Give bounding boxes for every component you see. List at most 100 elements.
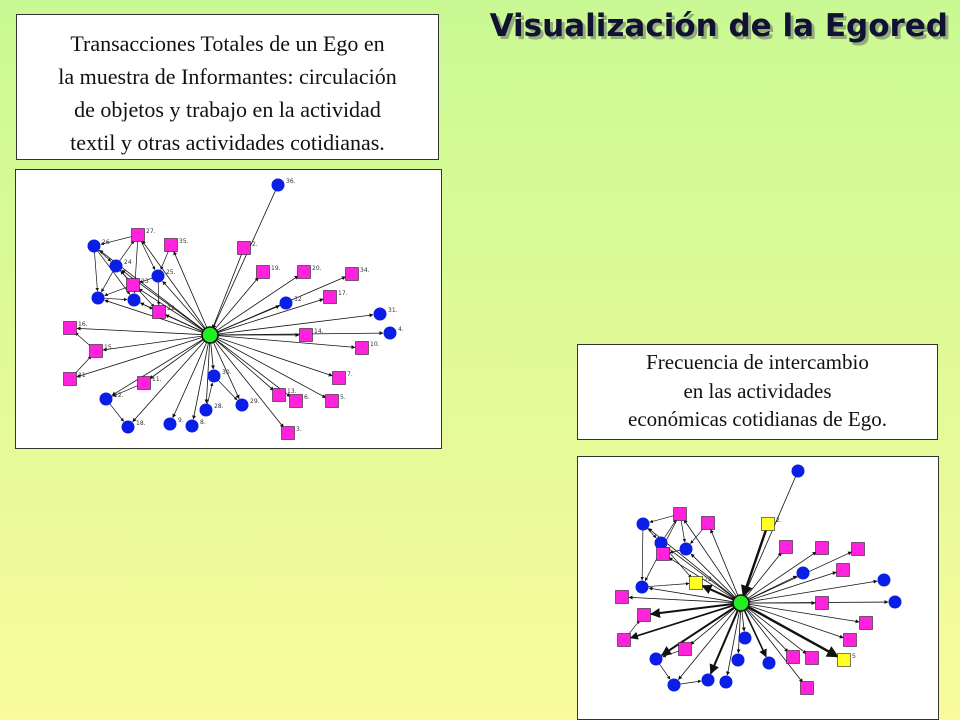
edge <box>207 382 214 405</box>
network2-caption: Frecuencia de intercambio en las activid… <box>577 344 938 440</box>
edge <box>214 338 291 398</box>
edge <box>214 275 299 332</box>
node-label: 30. <box>222 369 232 376</box>
node-label: 24 <box>124 259 132 266</box>
object-node <box>701 516 715 530</box>
object-node <box>63 321 77 335</box>
edge <box>103 297 128 302</box>
edge <box>629 604 736 640</box>
node-label: 28. <box>214 403 224 410</box>
person-node <box>109 259 123 273</box>
person-node <box>791 464 805 478</box>
node-label: 23 <box>141 278 149 285</box>
node-label: 6. <box>304 394 310 401</box>
edge <box>744 552 782 599</box>
object-node <box>617 633 631 647</box>
node-label: 29. <box>250 398 260 405</box>
person-node <box>888 595 902 609</box>
edge <box>98 249 112 262</box>
node-label: 15. <box>104 344 114 351</box>
edge <box>132 339 207 423</box>
edge <box>97 250 131 295</box>
page-title: Visualización de la Egored <box>489 8 948 44</box>
node-label: 9. <box>178 417 184 424</box>
object-node <box>297 265 311 279</box>
edge <box>140 240 156 271</box>
person-node <box>99 392 113 406</box>
edge <box>663 519 677 539</box>
object-node <box>281 426 295 440</box>
object-node <box>256 265 270 279</box>
node-label: 32 <box>294 296 302 303</box>
edge <box>215 313 374 335</box>
person-node <box>279 296 293 310</box>
node-label: 11. <box>152 376 162 383</box>
object-node <box>325 394 339 408</box>
object-node <box>786 650 800 664</box>
person-node <box>121 420 135 434</box>
edge <box>139 302 154 310</box>
object-node <box>637 608 651 622</box>
person-node <box>762 656 776 670</box>
edge <box>744 607 804 683</box>
object-node <box>164 238 178 252</box>
edge <box>211 253 243 329</box>
node-label: 22 <box>167 305 175 312</box>
object-node <box>89 344 103 358</box>
network1-caption: Transacciones Totales de un Ego en la mu… <box>16 14 439 160</box>
node-label: 10. <box>370 341 380 348</box>
person-node <box>87 239 101 253</box>
person-node <box>636 517 650 531</box>
node-label: 14. <box>314 328 324 335</box>
person-node <box>701 673 715 687</box>
node-label: 25. <box>166 269 176 276</box>
edge <box>138 288 206 333</box>
edge <box>669 549 681 554</box>
edge <box>726 608 741 676</box>
node-label: 8. <box>200 419 206 426</box>
edge <box>76 336 205 378</box>
node-label: 31. <box>388 307 398 314</box>
edge <box>111 337 206 396</box>
edge <box>102 335 205 352</box>
edge <box>74 332 92 348</box>
edge <box>213 277 259 331</box>
edge <box>173 251 208 330</box>
person-node <box>91 291 105 305</box>
highlight-object-node <box>837 653 851 667</box>
nodes: 2.225 <box>615 464 902 695</box>
edge <box>649 515 675 524</box>
edge <box>214 338 275 391</box>
edge <box>215 335 356 350</box>
object-node <box>815 596 829 610</box>
object-node <box>800 681 814 695</box>
edge <box>742 608 767 658</box>
object-node <box>131 228 145 242</box>
edge <box>141 240 207 331</box>
node-label: 4. <box>398 326 404 333</box>
object-node <box>851 542 865 556</box>
node-label: 19. <box>271 265 281 272</box>
node-label: 2. <box>252 241 258 248</box>
edge <box>746 575 798 601</box>
object-node <box>615 590 629 604</box>
edge <box>109 403 124 422</box>
person-node <box>654 536 668 550</box>
node-label: 12. <box>114 392 124 399</box>
person-node <box>383 326 397 340</box>
person-node <box>199 403 213 417</box>
node-label: 5. <box>340 394 346 401</box>
edge <box>76 326 205 336</box>
edge <box>94 251 99 292</box>
node-label: 2. <box>776 517 782 524</box>
edge <box>709 608 740 675</box>
caption-line: económicas cotidianas de Ego. <box>628 407 887 431</box>
ego-node <box>201 326 219 344</box>
edge <box>156 281 161 306</box>
node-label: 36. <box>286 178 296 185</box>
person-node <box>796 566 810 580</box>
object-node <box>237 241 251 255</box>
